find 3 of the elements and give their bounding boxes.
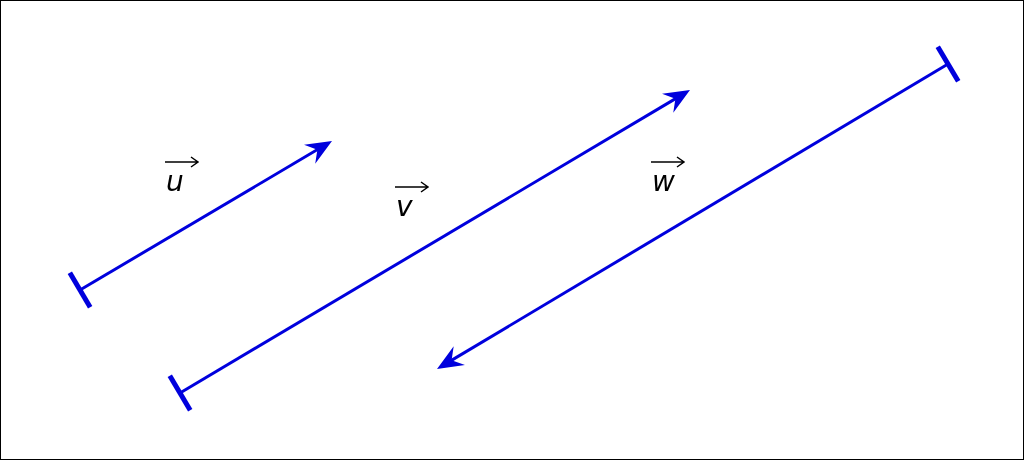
vector-label: v (396, 193, 413, 221)
vector-label: w (652, 168, 675, 196)
vector-label: u (166, 168, 184, 196)
